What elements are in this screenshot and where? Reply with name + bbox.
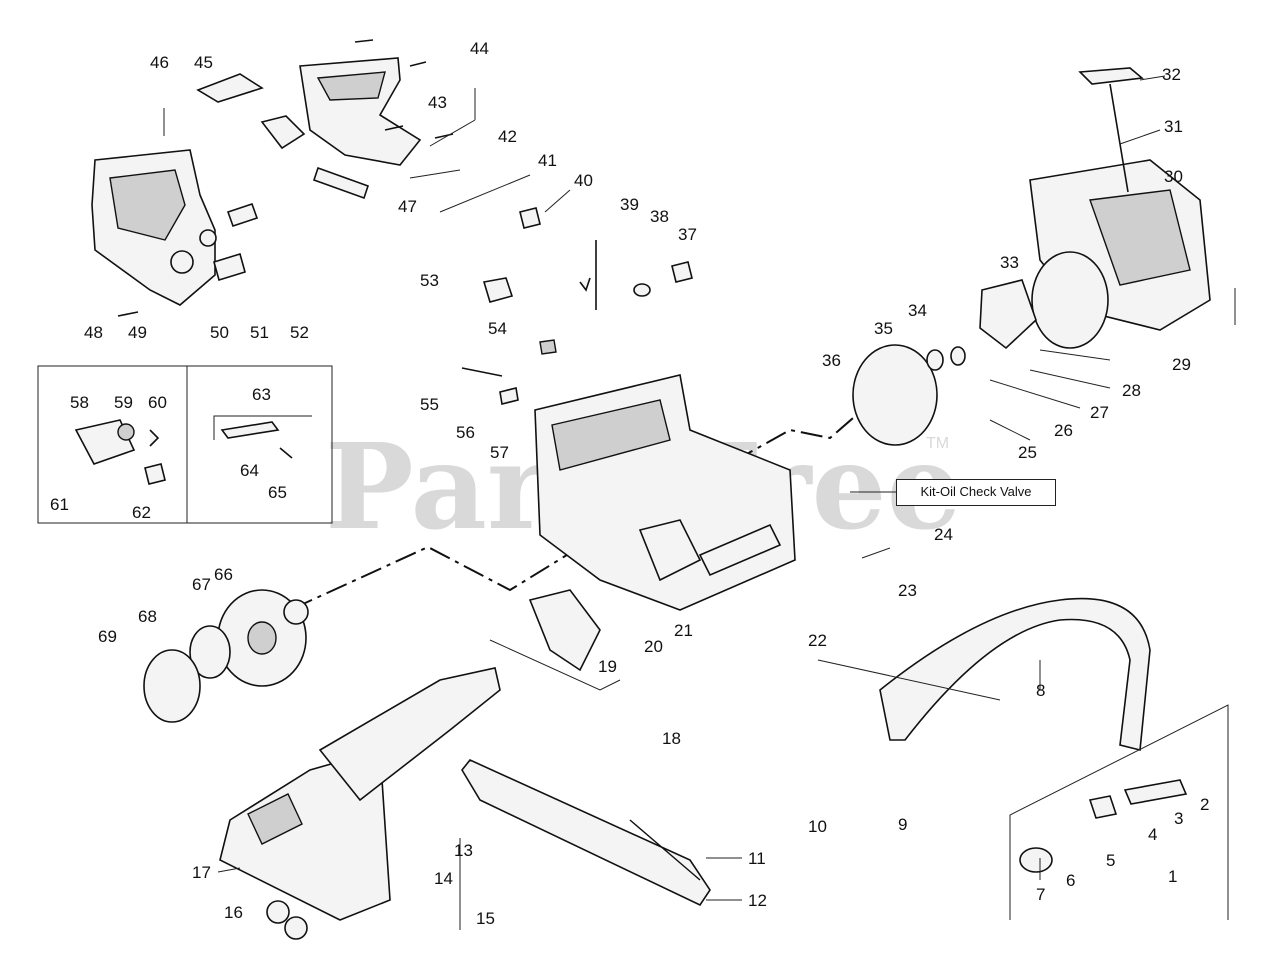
part-label-1: 1 (1168, 867, 1177, 886)
part-label-43: 43 (428, 93, 447, 112)
part-label-59: 59 (114, 393, 133, 412)
part-label-25: 25 (1018, 443, 1037, 462)
part-labels: 1 2 3 4 5 6 7 8 9 10 11 12 13 14 15 16 1… (50, 39, 1209, 928)
part-label-62: 62 (132, 503, 151, 522)
part-label-23: 23 (898, 581, 917, 600)
part-label-54: 54 (488, 319, 507, 338)
part-label-15: 15 (476, 909, 495, 928)
part-label-20: 20 (644, 637, 663, 656)
part-label-32: 32 (1162, 65, 1181, 84)
guide-bar (461, 759, 711, 907)
part-label-39: 39 (620, 195, 639, 214)
part-label-27: 27 (1090, 403, 1109, 422)
part-label-26: 26 (1054, 421, 1073, 440)
part-label-8: 8 (1036, 681, 1045, 700)
part-label-52: 52 (290, 323, 309, 342)
part-label-56: 56 (456, 423, 475, 442)
part-label-63: 63 (252, 385, 271, 404)
part-label-21: 21 (674, 621, 693, 640)
front-guard (879, 597, 1229, 920)
part-label-48: 48 (84, 323, 103, 342)
inset-parts (74, 415, 312, 485)
rear-handle (91, 149, 259, 317)
part-label-66: 66 (214, 565, 233, 584)
part-label-61: 61 (50, 495, 69, 514)
part-label-11: 11 (748, 849, 766, 868)
part-label-53: 53 (420, 271, 439, 290)
part-label-49: 49 (128, 323, 147, 342)
part-label-64: 64 (240, 461, 259, 480)
part-label-6: 6 (1066, 871, 1075, 890)
part-label-7: 7 (1036, 885, 1045, 904)
part-label-45: 45 (194, 53, 213, 72)
part-label-14: 14 (434, 869, 453, 888)
part-label-35: 35 (874, 319, 893, 338)
oil-check-valve-callout[interactable]: Kit-Oil Check Valve (896, 479, 1056, 506)
part-label-42: 42 (498, 127, 517, 146)
crankcase (534, 240, 796, 611)
part-label-36: 36 (822, 351, 841, 370)
part-label-5: 5 (1106, 851, 1115, 870)
part-label-40: 40 (574, 171, 593, 190)
part-label-19: 19 (598, 657, 617, 676)
part-label-9: 9 (898, 815, 907, 834)
inset-box (37, 365, 333, 524)
part-label-31: 31 (1164, 117, 1183, 136)
chain-cover (219, 589, 601, 940)
part-label-13: 13 (454, 841, 473, 860)
part-label-41: 41 (538, 151, 557, 170)
part-label-55: 55 (420, 395, 439, 414)
clutch-drum (143, 589, 309, 723)
part-label-30: 30 (1164, 167, 1183, 186)
part-label-16: 16 (224, 903, 243, 922)
part-label-44: 44 (470, 39, 489, 58)
part-label-22: 22 (808, 631, 827, 650)
part-label-65: 65 (268, 483, 287, 502)
part-label-29: 29 (1172, 355, 1191, 374)
part-label-68: 68 (138, 607, 157, 626)
part-label-50: 50 (210, 323, 229, 342)
part-label-37: 37 (678, 225, 697, 244)
part-label-34: 34 (908, 301, 927, 320)
part-label-2: 2 (1200, 795, 1209, 814)
part-label-38: 38 (650, 207, 669, 226)
part-label-60: 60 (148, 393, 167, 412)
part-label-46: 46 (150, 53, 169, 72)
starter-assembly (852, 67, 1211, 446)
part-label-4: 4 (1148, 825, 1157, 844)
part-label-17: 17 (192, 863, 211, 882)
part-label-18: 18 (662, 729, 681, 748)
part-label-10: 10 (808, 817, 827, 836)
part-label-51: 51 (250, 323, 269, 342)
top-handle (196, 39, 454, 200)
small-parts (461, 207, 693, 405)
part-label-33: 33 (1000, 253, 1019, 272)
watermark-trademark: TM (926, 435, 949, 452)
part-label-58: 58 (70, 393, 89, 412)
part-label-47: 47 (398, 197, 417, 216)
part-label-3: 3 (1174, 809, 1183, 828)
leader-lines (163, 75, 1236, 930)
part-label-28: 28 (1122, 381, 1141, 400)
part-label-24: 24 (934, 525, 953, 544)
part-label-67: 67 (192, 575, 211, 594)
part-label-69: 69 (98, 627, 117, 646)
part-label-12: 12 (748, 891, 767, 910)
part-label-57: 57 (490, 443, 509, 462)
